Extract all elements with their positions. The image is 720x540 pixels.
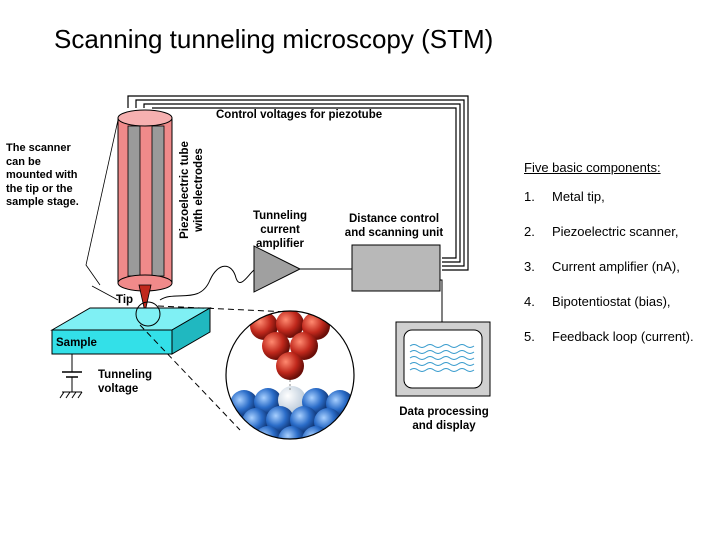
tunneling-voltage-label: Tunneling voltage xyxy=(98,369,153,395)
tip-label: Tip xyxy=(116,294,134,306)
list-item: 2. Piezoelectric scanner, xyxy=(524,224,720,259)
piezo-label-line1: Piezoelectric tube xyxy=(179,141,191,239)
control-wires xyxy=(127,95,469,271)
amplifier-triangle xyxy=(253,245,302,293)
item-text: Feedback loop (current). xyxy=(552,329,694,344)
piezo-tube xyxy=(117,109,173,292)
slide-title: Scanning tunneling microscopy (STM) xyxy=(54,24,494,54)
data-processing-label: Data processing and display xyxy=(399,406,489,432)
control-voltages-label: Control voltages for piezotube xyxy=(216,109,383,121)
item-number: 3. xyxy=(524,259,535,274)
item-number: 4. xyxy=(524,294,535,309)
item-number: 2. xyxy=(524,224,535,239)
sample-label: Sample xyxy=(56,337,97,349)
item-text: Piezoelectric scanner, xyxy=(552,224,679,239)
piezo-tube-label: Piezoelectric tube with electrodes xyxy=(178,130,206,250)
list-item: 4. Bipotentiostat (bias), xyxy=(524,294,720,329)
distance-control-box xyxy=(351,244,441,292)
sample-atoms xyxy=(226,386,354,439)
scanner-note: The scanner can be mounted with the tip … xyxy=(6,142,79,208)
sample-block xyxy=(50,307,212,355)
item-text: Metal tip, xyxy=(552,189,605,204)
list-item: 1. Metal tip, xyxy=(524,189,720,224)
item-text: Current amplifier (nA), xyxy=(552,259,680,274)
monitor xyxy=(395,321,491,397)
note-pointers xyxy=(85,119,119,301)
components-list: Five basic components: 1. Metal tip, 2. … xyxy=(524,160,720,364)
item-number: 1. xyxy=(524,189,535,204)
distance-control-label: Distance control and scanning unit xyxy=(344,213,444,239)
piezo-label-line2: with electrodes xyxy=(193,148,205,232)
atom-zoom xyxy=(226,311,354,439)
list-item: 3. Current amplifier (nA), xyxy=(524,259,720,294)
amplifier-label: Tunneling current amplifier xyxy=(252,210,308,250)
voltage-source xyxy=(59,354,83,399)
components-title: Five basic components: xyxy=(524,160,661,175)
list-item: 5. Feedback loop (current). xyxy=(524,329,720,364)
tip-wire xyxy=(159,265,255,301)
metal-tip xyxy=(138,284,152,313)
item-number: 5. xyxy=(524,329,535,344)
item-text: Bipotentiostat (bias), xyxy=(552,294,671,309)
tip-zoom-circle xyxy=(135,301,161,327)
zoom-lines xyxy=(139,305,291,431)
